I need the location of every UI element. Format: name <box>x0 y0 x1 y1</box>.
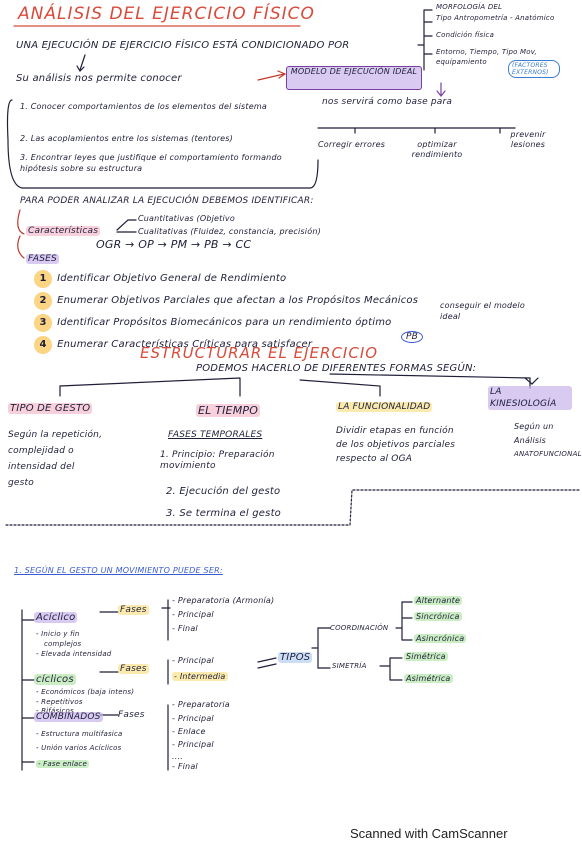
time-line-2: 1. Principio: Preparación movimiento <box>160 450 275 471</box>
step-2: 2 Enumerar Objetivos Parciales que afect… <box>34 288 418 310</box>
gesture-line-1: Según la repetición, <box>8 430 103 440</box>
phases-label: FASES <box>26 254 59 264</box>
cyclic-detail-1: - Económicos (baja intens) <box>36 688 135 696</box>
acyclic-phase-2: - Principal <box>172 610 214 619</box>
time-line-4: 3. Se termina el gesto <box>166 508 282 519</box>
time-line-3: 2. Ejecución del gesto <box>166 486 281 497</box>
acyclic-label: Acíclico <box>34 612 78 623</box>
step-text: Enumerar Características Críticas para s… <box>57 339 313 350</box>
coordination-synchronous: Sincrónica <box>414 612 462 621</box>
time-line-1: FASES TEMPORALES <box>168 430 263 440</box>
column-title-gesture: TIPO DE GESTO <box>8 403 93 414</box>
kinesiology-line-2: Análisis <box>514 436 547 445</box>
benefit-prevent: prevenir lesiones <box>510 130 546 149</box>
combined-phases-label: Fases <box>118 710 145 720</box>
column-title-kinesiology: LA KINESIOLOGÍA <box>488 386 572 410</box>
identify-heading: PARA PODER ANALIZAR LA EJECUCIÓN DEBEMOS… <box>20 196 314 206</box>
combined-detail-3: - Fase enlace <box>36 760 89 768</box>
coordination-asynchronous: Asincrónica <box>414 634 467 643</box>
cyclic-phase-1: - Principal <box>172 656 214 665</box>
step-text: Enumerar Objetivos Parciales que afectan… <box>57 295 419 306</box>
condition-morphology: MORFOLOGÍA DEL <box>436 3 503 11</box>
page-title: ANÁLISIS DEL EJERCICIO FÍSICO <box>18 4 315 24</box>
acyclic-phase-1: - Preparatoria (Armonía) <box>172 596 275 605</box>
symmetry-asymmetric: Asimétrica <box>404 674 453 683</box>
analysis-item-1: 1. Conocer comportamientos de los elemen… <box>20 102 267 111</box>
combined-phase-1: - Preparatoria <box>172 700 230 709</box>
step-number: 4 <box>34 336 52 354</box>
acyclic-phases-label: Fases <box>118 605 149 615</box>
step-number: 3 <box>34 314 52 332</box>
cyclic-phases-label: Fases <box>118 664 149 674</box>
characteristics-label: Características <box>26 226 101 236</box>
condition-equipment: equipamiento <box>436 58 487 66</box>
structure-heading: ESTRUCTURAR EL EJERCICIO <box>140 344 379 362</box>
acyclic-phase-3: - Final <box>172 624 198 633</box>
step-text: Identificar Objetivo General de Rendimie… <box>57 273 287 284</box>
cyclic-detail-2: - Repetitivos <box>36 698 83 706</box>
coordination-alternating: Alternante <box>414 596 463 605</box>
phases-flow: OGR → OP → PM → PB → CC <box>96 238 252 251</box>
intro-sentence: UNA EJECUCIÓN DE EJERCICIO FÍSICO ESTÁ C… <box>16 40 350 51</box>
benefit-correct: Corregir errores <box>318 140 386 149</box>
cyclic-detail-3: - Bifásicos <box>36 707 74 715</box>
analysis-lead: Su análisis nos permite conocer <box>16 73 182 84</box>
step-number: 2 <box>34 292 52 310</box>
pb-note: conseguir el modelo ideal <box>440 301 525 321</box>
combined-phase-4: - Principal <box>172 740 214 749</box>
combined-phase-6: - Final <box>172 762 198 771</box>
kinesiology-line-1: Según un <box>514 422 554 431</box>
step-3: 3 Identificar Propósitos Biomecánicos pa… <box>34 310 391 332</box>
cyclic-label: cíclicos <box>34 674 76 685</box>
structure-sub: PODEMOS HACERLO DE DIFERENTES FORMAS SEG… <box>196 363 477 374</box>
combined-label: COMBINADOS <box>34 712 103 722</box>
gesture-line-3: intensidad del <box>8 462 75 472</box>
gesture-line-4: gesto <box>8 478 34 488</box>
column-title-function: LA FUNCIONALIDAD <box>336 402 433 412</box>
types-label: TIPOS <box>278 652 313 663</box>
analysis-item-3: 3. Encontrar leyes que justifique el com… <box>20 153 282 173</box>
external-factors-tag: (FACTORES EXTERNOS) <box>508 60 560 78</box>
acyclic-detail-1: - Inicio y fin <box>36 630 80 638</box>
step-4: 4 Enumerar Características Críticas para… <box>34 332 312 354</box>
kinesiology-line-3: ANATOFUNCIONAL <box>514 450 582 458</box>
analysis-item-2: 2. Las acoplamientos entre los sistemas … <box>20 134 233 143</box>
condition-environment: Entorno, Tiempo, Tipo Mov, <box>436 48 537 56</box>
acyclic-detail-2: complejos <box>44 640 82 648</box>
combined-phase-2: - Principal <box>172 714 214 723</box>
function-line-3: respecto al OGA <box>336 454 413 464</box>
characteristic-qualitative: Cualitativas (Fluidez, constancia, preci… <box>138 227 321 236</box>
characteristic-quantitative: Cuantitativas (Objetivo <box>138 214 235 223</box>
gesture-line-2: complejidad o <box>8 446 74 456</box>
condition-anthropometry: Tipo Antropometría - Anatómico <box>436 14 555 22</box>
model-note: nos servirá como base para <box>322 97 453 107</box>
combined-detail-1: - Estructura multifasica <box>36 730 123 738</box>
cyclic-phase-2: - Intermedia <box>172 672 228 681</box>
pb-badge: PB <box>401 331 424 343</box>
combined-detail-2: - Unión varios Acíclicos <box>36 744 122 752</box>
function-line-2: de los objetivos parciales <box>336 440 456 450</box>
step-1: 1 Identificar Objetivo General de Rendim… <box>34 266 286 288</box>
condition-physical: Condición física <box>436 31 495 39</box>
step-number: 1 <box>34 270 52 288</box>
coordination-label: COORDINACIÓN <box>330 624 389 632</box>
symmetry-symmetric: Simétrica <box>404 652 448 661</box>
movement-heading: 1. SEGÚN EL GESTO UN MOVIMIENTO PUEDE SE… <box>14 566 223 575</box>
function-line-1: Dividir etapas en función <box>336 426 454 436</box>
combined-phase-5: .... <box>172 752 183 761</box>
step-text: Identificar Propósitos Biomecánicos para… <box>57 317 392 328</box>
scanner-watermark: Scanned with CamScanner <box>350 826 508 841</box>
combined-phase-3: - Enlace <box>172 727 206 736</box>
ideal-model-box: MODELO DE EJECUCIÓN IDEAL <box>286 66 422 90</box>
benefit-optimize: optimizar rendimiento <box>411 140 463 159</box>
acyclic-detail-3: - Elevada intensidad <box>36 650 112 658</box>
symmetry-label: SIMETRÍA <box>332 662 367 670</box>
column-title-time: EL TIEMPO <box>196 404 261 417</box>
